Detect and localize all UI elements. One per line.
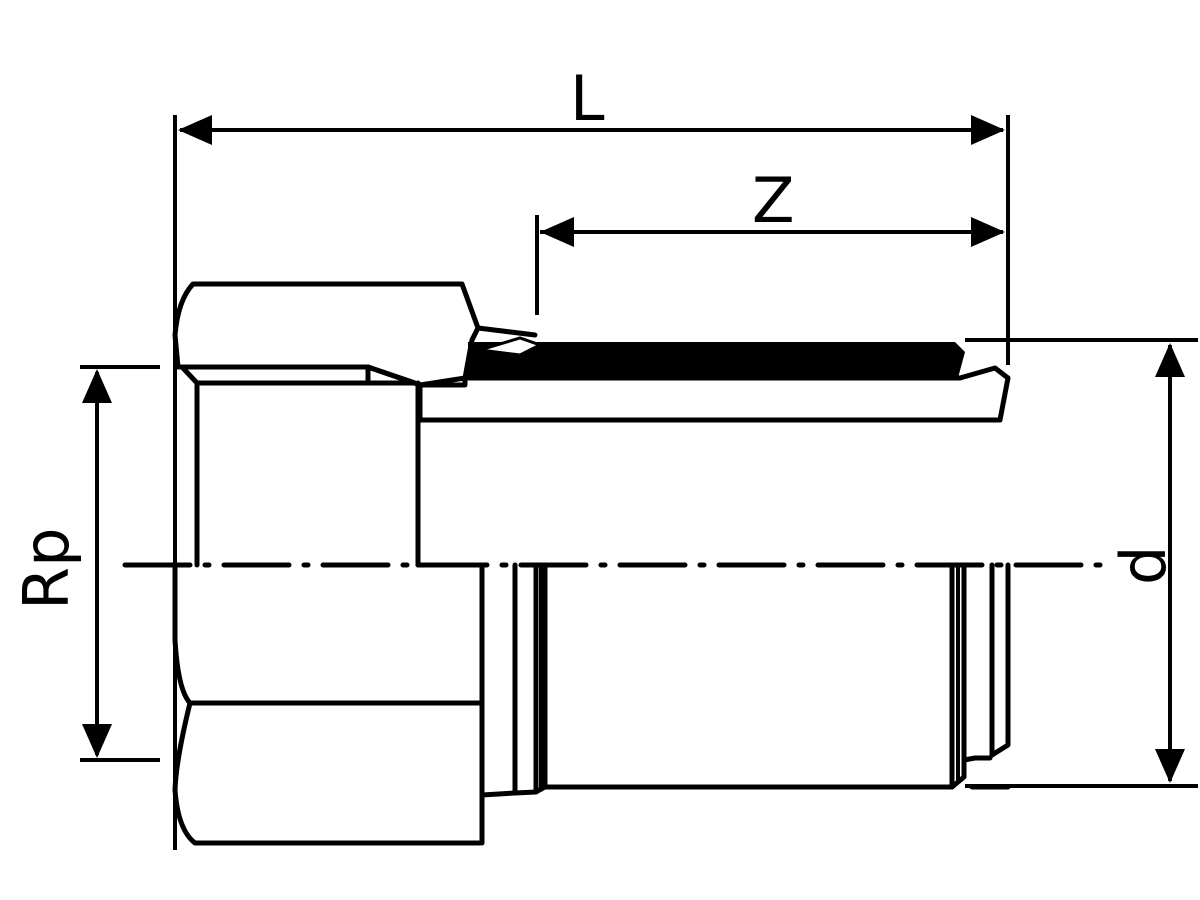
nut-bore <box>194 364 483 568</box>
spigot-view <box>512 562 1011 796</box>
dimension-L: L <box>173 62 1010 850</box>
label-Rp: Rp <box>10 528 83 610</box>
dimension-Z: Z <box>535 164 1005 315</box>
label-Z: Z <box>752 164 794 237</box>
pipe-wall-section <box>468 336 965 378</box>
hex-nut-view <box>172 562 518 846</box>
label-L: L <box>570 62 605 135</box>
dimension-Rp: Rp <box>10 365 160 762</box>
label-d: d <box>1107 546 1180 585</box>
